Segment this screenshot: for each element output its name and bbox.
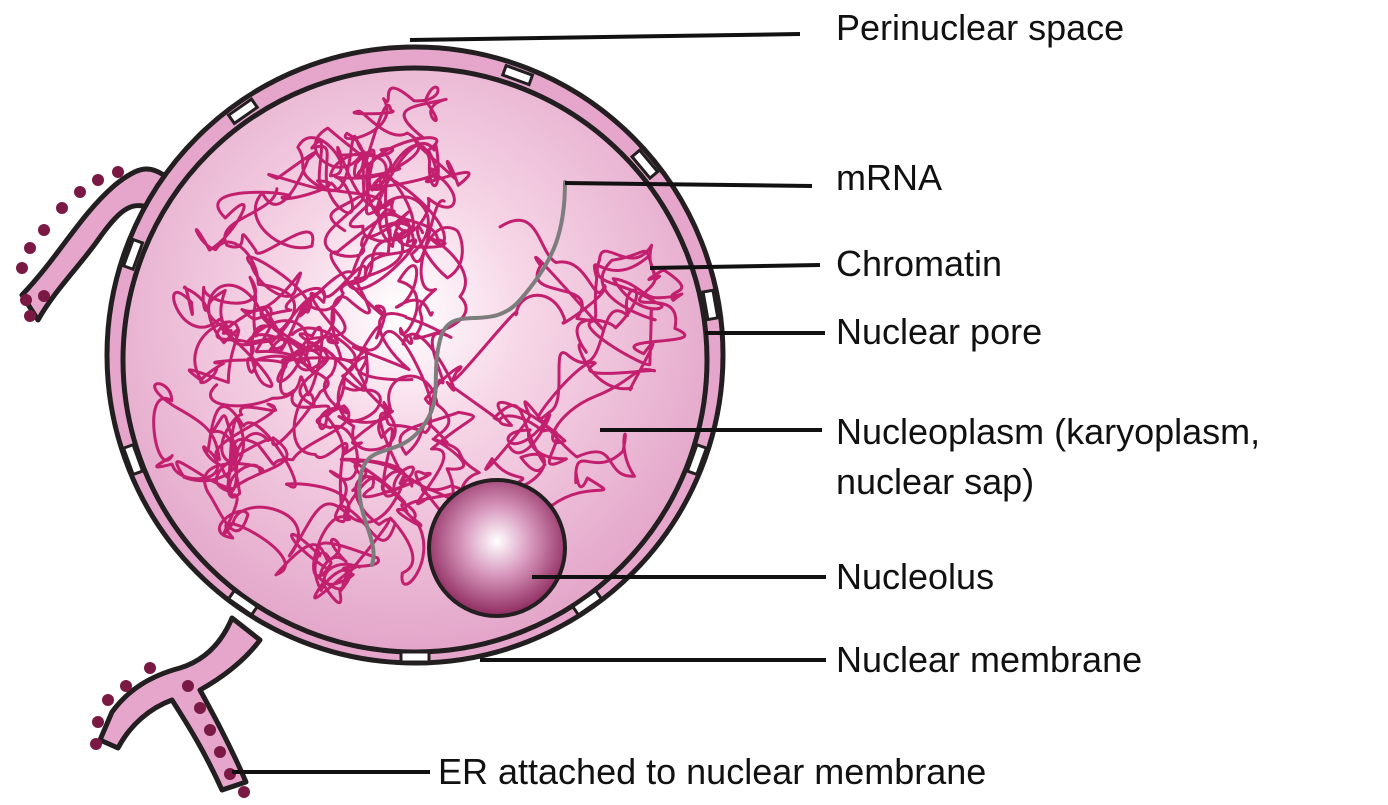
ribosome-dot	[92, 174, 104, 186]
label-perinuclear-space: Perinuclear space	[836, 8, 1124, 48]
ribosome-dot	[238, 786, 250, 798]
ribosome-dot	[120, 680, 132, 692]
nuclear-pore	[401, 652, 429, 662]
label-nucleoplasm-line1: Nucleoplasm (karyoplasm,	[836, 412, 1260, 452]
label-nuclear-pore: Nuclear pore	[836, 312, 1042, 352]
ribosome-dot	[24, 310, 36, 322]
label-chromatin: Chromatin	[836, 244, 1002, 284]
label-nuclear-membrane: Nuclear membrane	[836, 640, 1142, 680]
ribosome-dot	[102, 694, 114, 706]
ribosome-dot	[112, 166, 124, 178]
ribosome-dot	[20, 294, 32, 306]
ribosome-dot	[92, 716, 104, 728]
ribosome-dot	[38, 224, 50, 236]
ribosome-dot	[90, 738, 102, 750]
ribosome-dot	[74, 186, 86, 198]
ribosome-dot	[182, 680, 194, 692]
ribosome-dot	[16, 262, 28, 274]
nucleolus	[429, 480, 565, 616]
label-nucleoplasm-line2: nuclear sap)	[836, 462, 1034, 502]
ribosome-dot	[56, 202, 68, 214]
label-nucleolus: Nucleolus	[836, 557, 994, 597]
label-mrna: mRNA	[836, 158, 942, 198]
pointer-perinuclear-space	[410, 34, 800, 40]
ribosome-dot	[38, 290, 50, 302]
label-er-attached: ER attached to nuclear membrane	[438, 752, 986, 792]
ribosome-dot	[194, 702, 206, 714]
ribosome-dot	[214, 746, 226, 758]
ribosome-dot	[24, 242, 36, 254]
ribosome-dot	[204, 724, 216, 736]
ribosome-dot	[144, 662, 156, 674]
